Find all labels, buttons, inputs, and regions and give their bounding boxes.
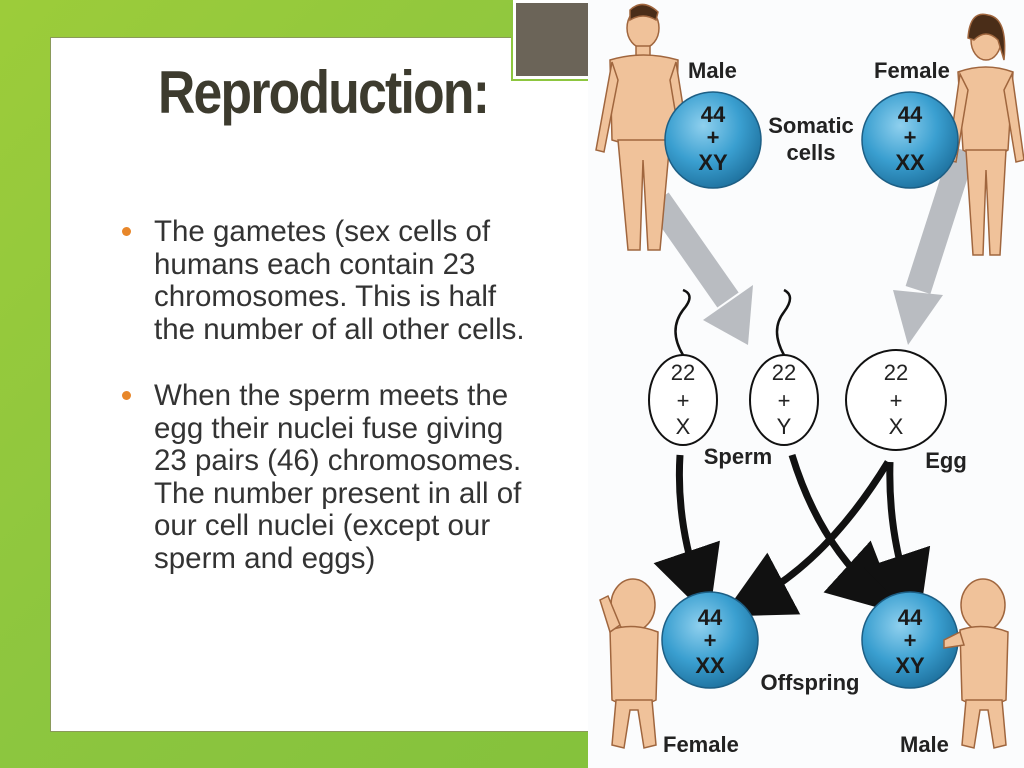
offspring-female-line-2: +	[704, 628, 717, 653]
sperm-y-line-1: 22	[772, 360, 796, 385]
reproduction-diagram: 44 + XY 44 + XX Male Female Somatic cell…	[588, 0, 1024, 768]
diagram-svg: 44 + XY 44 + XX Male Female Somatic cell…	[588, 0, 1024, 768]
bullet-icon	[122, 227, 131, 236]
bullet-text: When the sperm meets the egg their nucle…	[154, 379, 521, 575]
corner-decoration	[513, 0, 592, 79]
cells-label: cells	[787, 140, 836, 165]
female-cell-line-3: XX	[895, 150, 925, 175]
female-arrow-head-icon	[893, 290, 943, 345]
sperm-y-to-male-arrow	[792, 455, 873, 590]
bullet-text: The gametes (sex cells of humans each co…	[154, 215, 525, 346]
female-label: Female	[874, 58, 950, 83]
sperm-y-line-2: +	[778, 388, 791, 413]
bullet-list: The gametes (sex cells of humans each co…	[120, 216, 540, 575]
somatic-label: Somatic	[768, 113, 854, 138]
slide-title: Reproduction:	[158, 58, 488, 127]
female-adult-figure	[948, 14, 1024, 255]
male-to-sperm-arrow	[658, 200, 728, 300]
sperm-label: Sperm	[704, 444, 772, 469]
offspring-male-line-3: XY	[895, 653, 925, 678]
offspring-female-label: Female	[663, 732, 739, 757]
bullet-item: When the sperm meets the egg their nucle…	[120, 380, 540, 575]
sperm-x-to-female-arrow	[679, 455, 698, 585]
egg-to-female-arrow	[753, 462, 888, 600]
offspring-male-line-1: 44	[898, 605, 923, 630]
female-cell-line-2: +	[904, 125, 917, 150]
female-baby-figure	[600, 579, 658, 748]
male-baby-figure	[944, 579, 1008, 748]
male-cell-line-3: XY	[698, 150, 728, 175]
egg-label: Egg	[925, 448, 967, 473]
egg-to-male-arrow	[890, 462, 908, 590]
offspring-female-line-3: XX	[695, 653, 725, 678]
offspring-label: Offspring	[761, 670, 860, 695]
sperm-x-line-2: +	[677, 388, 690, 413]
egg-line-3: X	[889, 414, 904, 439]
sperm-x-tail	[676, 290, 690, 355]
sperm-x-line-1: 22	[671, 360, 695, 385]
male-label: Male	[688, 58, 737, 83]
sperm-y-tail	[777, 290, 790, 355]
sperm-y-line-3: Y	[777, 414, 792, 439]
egg-line-2: +	[890, 388, 903, 413]
offspring-male-line-2: +	[904, 628, 917, 653]
offspring-male-label: Male	[900, 732, 949, 757]
male-cell-line-1: 44	[701, 102, 726, 127]
offspring-female-line-1: 44	[698, 605, 723, 630]
bullet-item: The gametes (sex cells of humans each co…	[120, 216, 540, 346]
bullet-icon	[122, 391, 131, 400]
sperm-x-line-3: X	[676, 414, 691, 439]
egg-line-1: 22	[884, 360, 908, 385]
male-cell-line-2: +	[707, 125, 720, 150]
female-cell-line-1: 44	[898, 102, 923, 127]
